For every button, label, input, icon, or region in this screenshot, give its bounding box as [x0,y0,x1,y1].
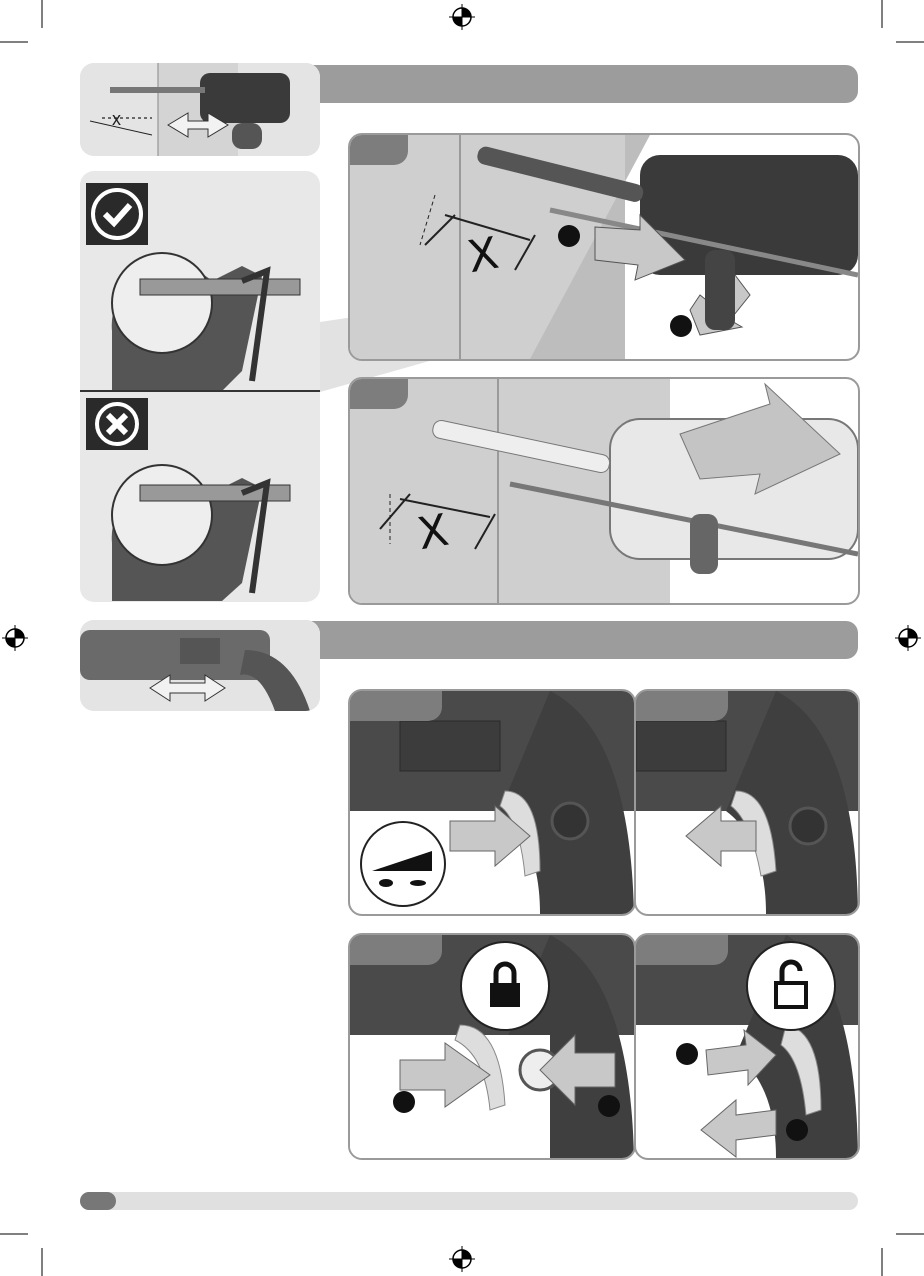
check-icon [86,183,148,245]
collar-wrong-illustration [92,443,320,601]
callout-1-dot [558,225,580,247]
callout-2-dot [786,1119,808,1141]
unlock-callout [746,941,836,1031]
unlock-icon [748,943,834,1029]
step-b-panel: X [348,377,860,605]
trigger-unlock-panel [634,933,860,1160]
section2-thumbnail [80,620,320,711]
section1-header-band [300,65,858,103]
callout-1-dot [676,1043,698,1065]
step-a-panel: X [348,133,860,361]
trigger-lock-tab [350,935,442,965]
correct-badge [86,183,148,245]
thumbnail-dimension-label: x [112,109,121,130]
callout-1-dot [393,1091,415,1113]
trigger-lock-panel [348,933,636,1160]
correct-vs-wrong-panel [80,171,320,602]
trigger-speed-tab [350,691,442,721]
trigger-unlock-tab [636,935,728,965]
callout-2-dot [598,1095,620,1117]
step-b-tab [350,379,408,409]
trigger-release-tab [636,691,728,721]
step-a-tab [350,135,408,165]
section2-header-band [300,621,858,659]
callout-2-dot [670,315,692,337]
trigger-speed-panel [348,689,636,916]
footer-bar [80,1192,858,1210]
footer-page-tab [80,1192,116,1210]
section1-thumbnail: x [80,63,320,156]
divider-line [80,390,320,392]
speed-ramp-icon [360,821,446,907]
lock-callout [460,941,550,1031]
lock-icon [462,943,548,1029]
trigger-release-panel [634,689,860,916]
collar-correct-illustration [92,241,320,391]
